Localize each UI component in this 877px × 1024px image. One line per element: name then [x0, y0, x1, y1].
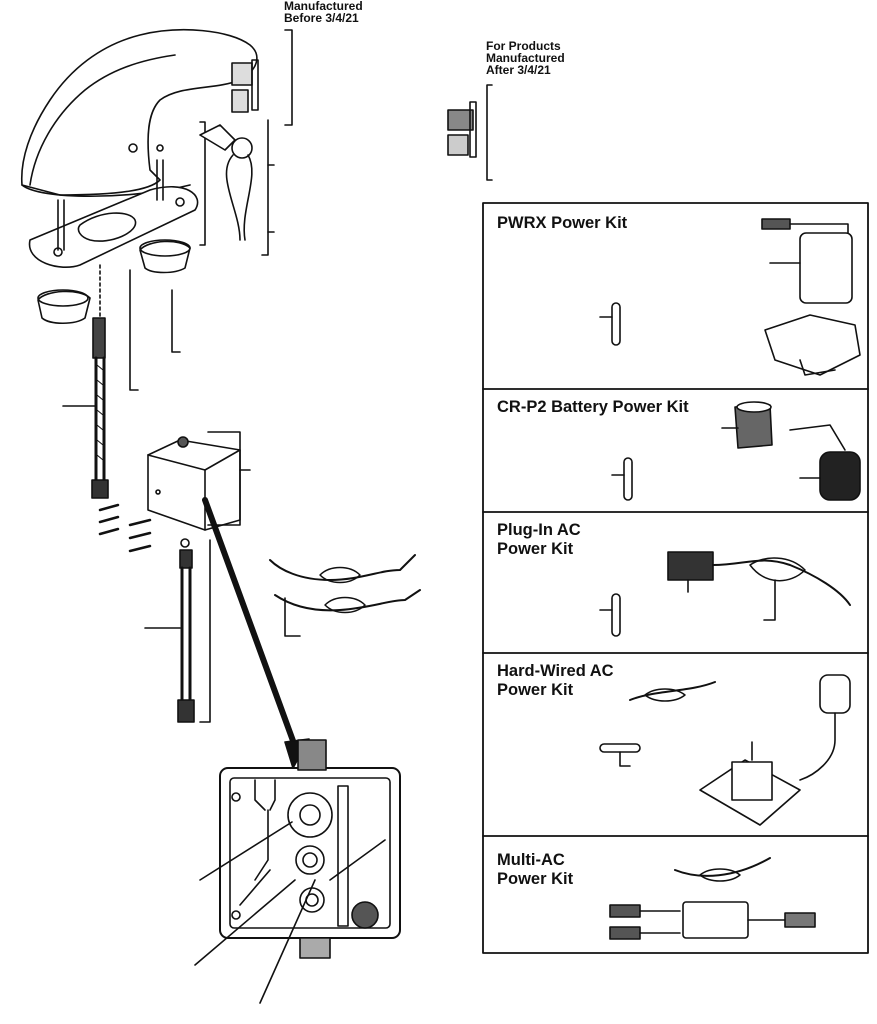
after-note-line-2: Manufactured [486, 51, 565, 65]
control-box [147, 431, 251, 531]
kit-title-line: Plug-In AC [497, 521, 581, 539]
cable-assembly [269, 554, 421, 637]
kit-title-line: Hard-Wired AC [497, 662, 614, 680]
kit-title-line: CR-P2 Battery Power Kit [497, 398, 689, 416]
before-note-line-1: Manufactured [284, 0, 363, 13]
outlet-hose [144, 538, 211, 723]
before-note-line-2: Before 3/4/21 [284, 11, 359, 25]
after-note-line-3: After 3/4/21 [486, 63, 551, 77]
after-note-line-1: For Products [486, 39, 561, 53]
after-date-note: For Products Manufactured After 3/4/21 [486, 40, 565, 76]
kit-title-line: Power Kit [497, 870, 574, 888]
kit-title-multi-ac: Multi-AC Power Kit [497, 851, 573, 889]
faucet-spout [20, 29, 258, 198]
callout-line [62, 269, 181, 407]
kit-panel-border [482, 202, 869, 954]
detail-arrow-icon [202, 497, 303, 763]
sensor-module-after [447, 84, 493, 181]
kit-title-plug-in-ac: Plug-In AC Power Kit [497, 521, 581, 559]
screw-set [98, 503, 152, 553]
kit-title-hard-wired-ac: Hard-Wired AC Power Kit [497, 662, 614, 700]
kit-title-line: Power Kit [497, 681, 574, 699]
before-date-note: Manufactured Before 3/4/21 [284, 0, 363, 24]
sensor-window-icon [156, 144, 164, 152]
kit-title-cr-p2: CR-P2 Battery Power Kit [497, 398, 689, 417]
kit-title-line: Multi-AC [497, 851, 565, 869]
kit-title-line: Power Kit [497, 540, 574, 558]
kit-title-line: PWRX Power Kit [497, 214, 628, 232]
mounting-nut [37, 239, 191, 325]
power-kit-panel [482, 202, 869, 954]
sensor-window-icon [128, 143, 138, 153]
multi-ac-kit-parts [609, 857, 816, 940]
kit-title-pwrx: PWRX Power Kit [497, 214, 627, 233]
plug-in-ac-kit-parts [599, 551, 851, 637]
hard-wired-ac-kit-parts [599, 674, 851, 826]
cr-p2-kit-parts [611, 401, 861, 501]
supply-hose [91, 317, 109, 499]
control-box-detail [194, 739, 401, 1004]
sensor-module-before [199, 29, 293, 256]
mounting-stud [57, 159, 164, 251]
pwrx-kit-parts [599, 218, 861, 376]
deck-plate [28, 185, 199, 269]
